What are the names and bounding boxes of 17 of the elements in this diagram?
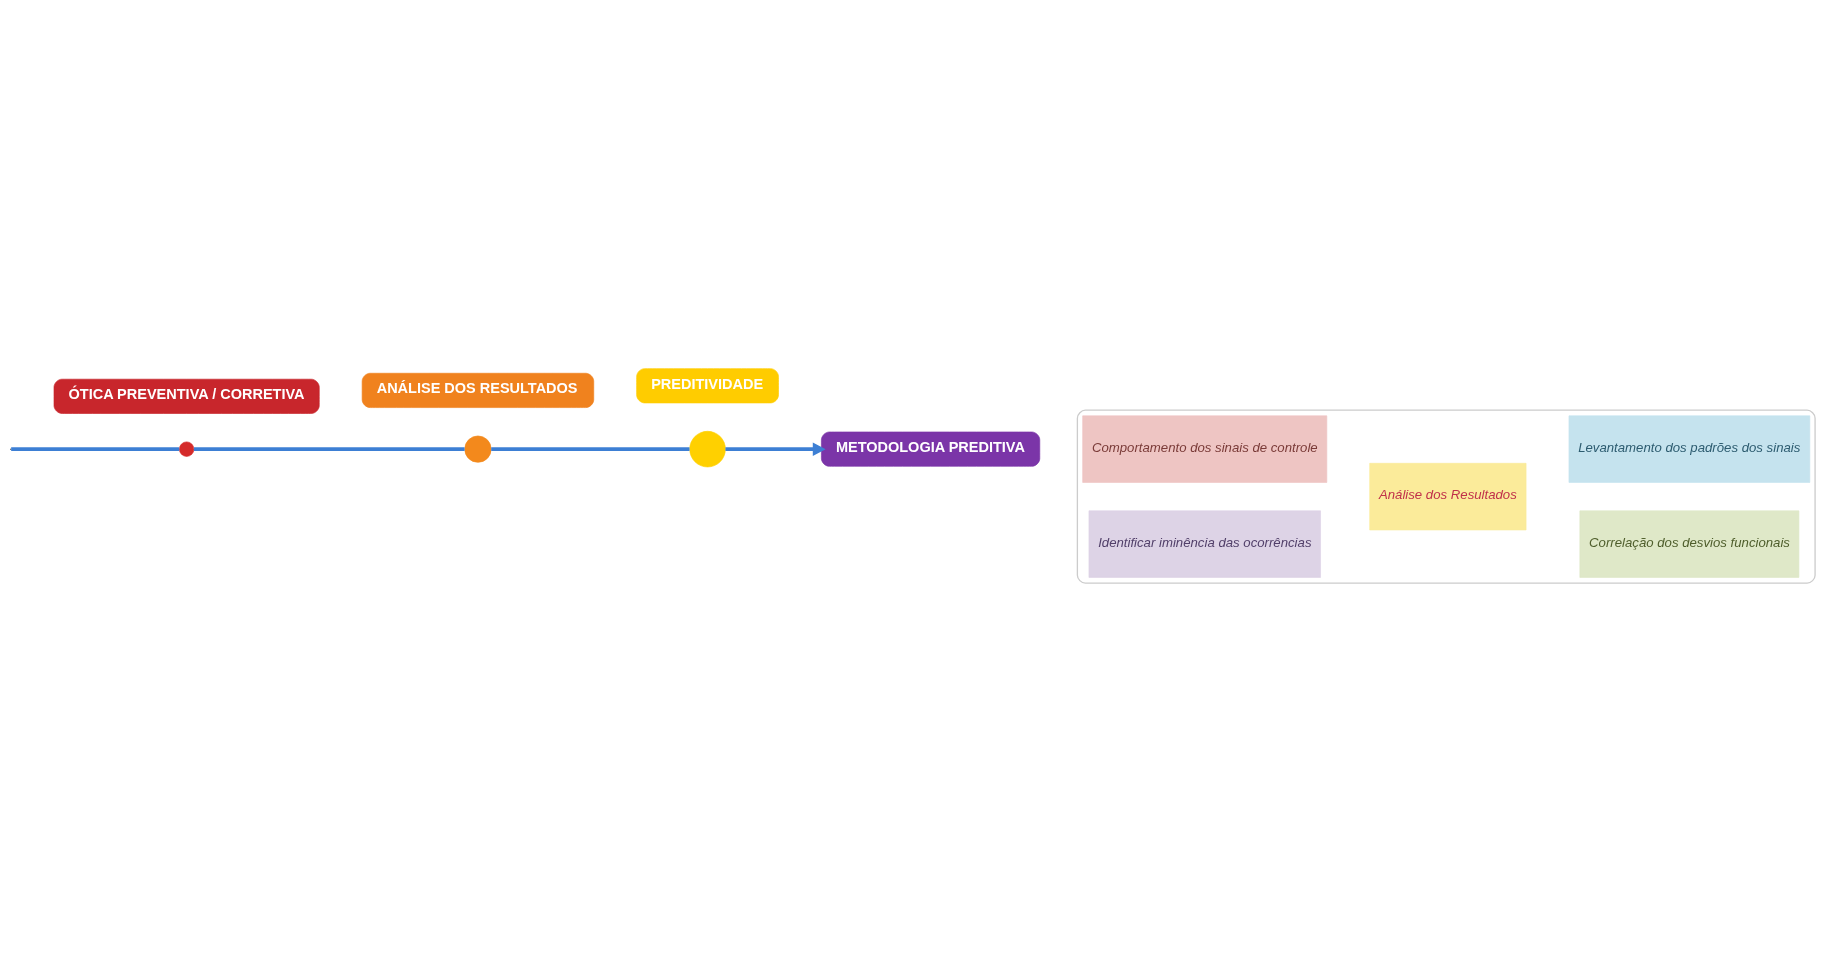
node-box: Identificar iminência das ocorrências <box>1088 510 1321 578</box>
node-box: Comportamento dos sinais de controle <box>1082 415 1328 483</box>
cluster <box>1076 409 1816 584</box>
node-box: ÓTICA PREVENTIVA / CORRETIVA <box>53 378 320 414</box>
node-box: Levantamento dos padrões dos sinais <box>1568 415 1811 483</box>
node-circle <box>689 431 726 468</box>
arrow <box>725 442 826 456</box>
connector <box>193 447 465 452</box>
node-box: PREDITIVIDADE <box>636 368 779 404</box>
connector <box>491 447 690 452</box>
node-circle <box>179 441 195 457</box>
node-circle <box>464 435 492 463</box>
connector <box>11 447 180 452</box>
node-box: Correlação dos desvios funcionais <box>1579 510 1800 578</box>
node-box: Análise dos Resultados <box>1369 463 1527 531</box>
node-box: METODOLOGIA PREDITIVA <box>821 431 1041 467</box>
node-box: ANÁLISE DOS RESULTADOS <box>361 372 595 408</box>
